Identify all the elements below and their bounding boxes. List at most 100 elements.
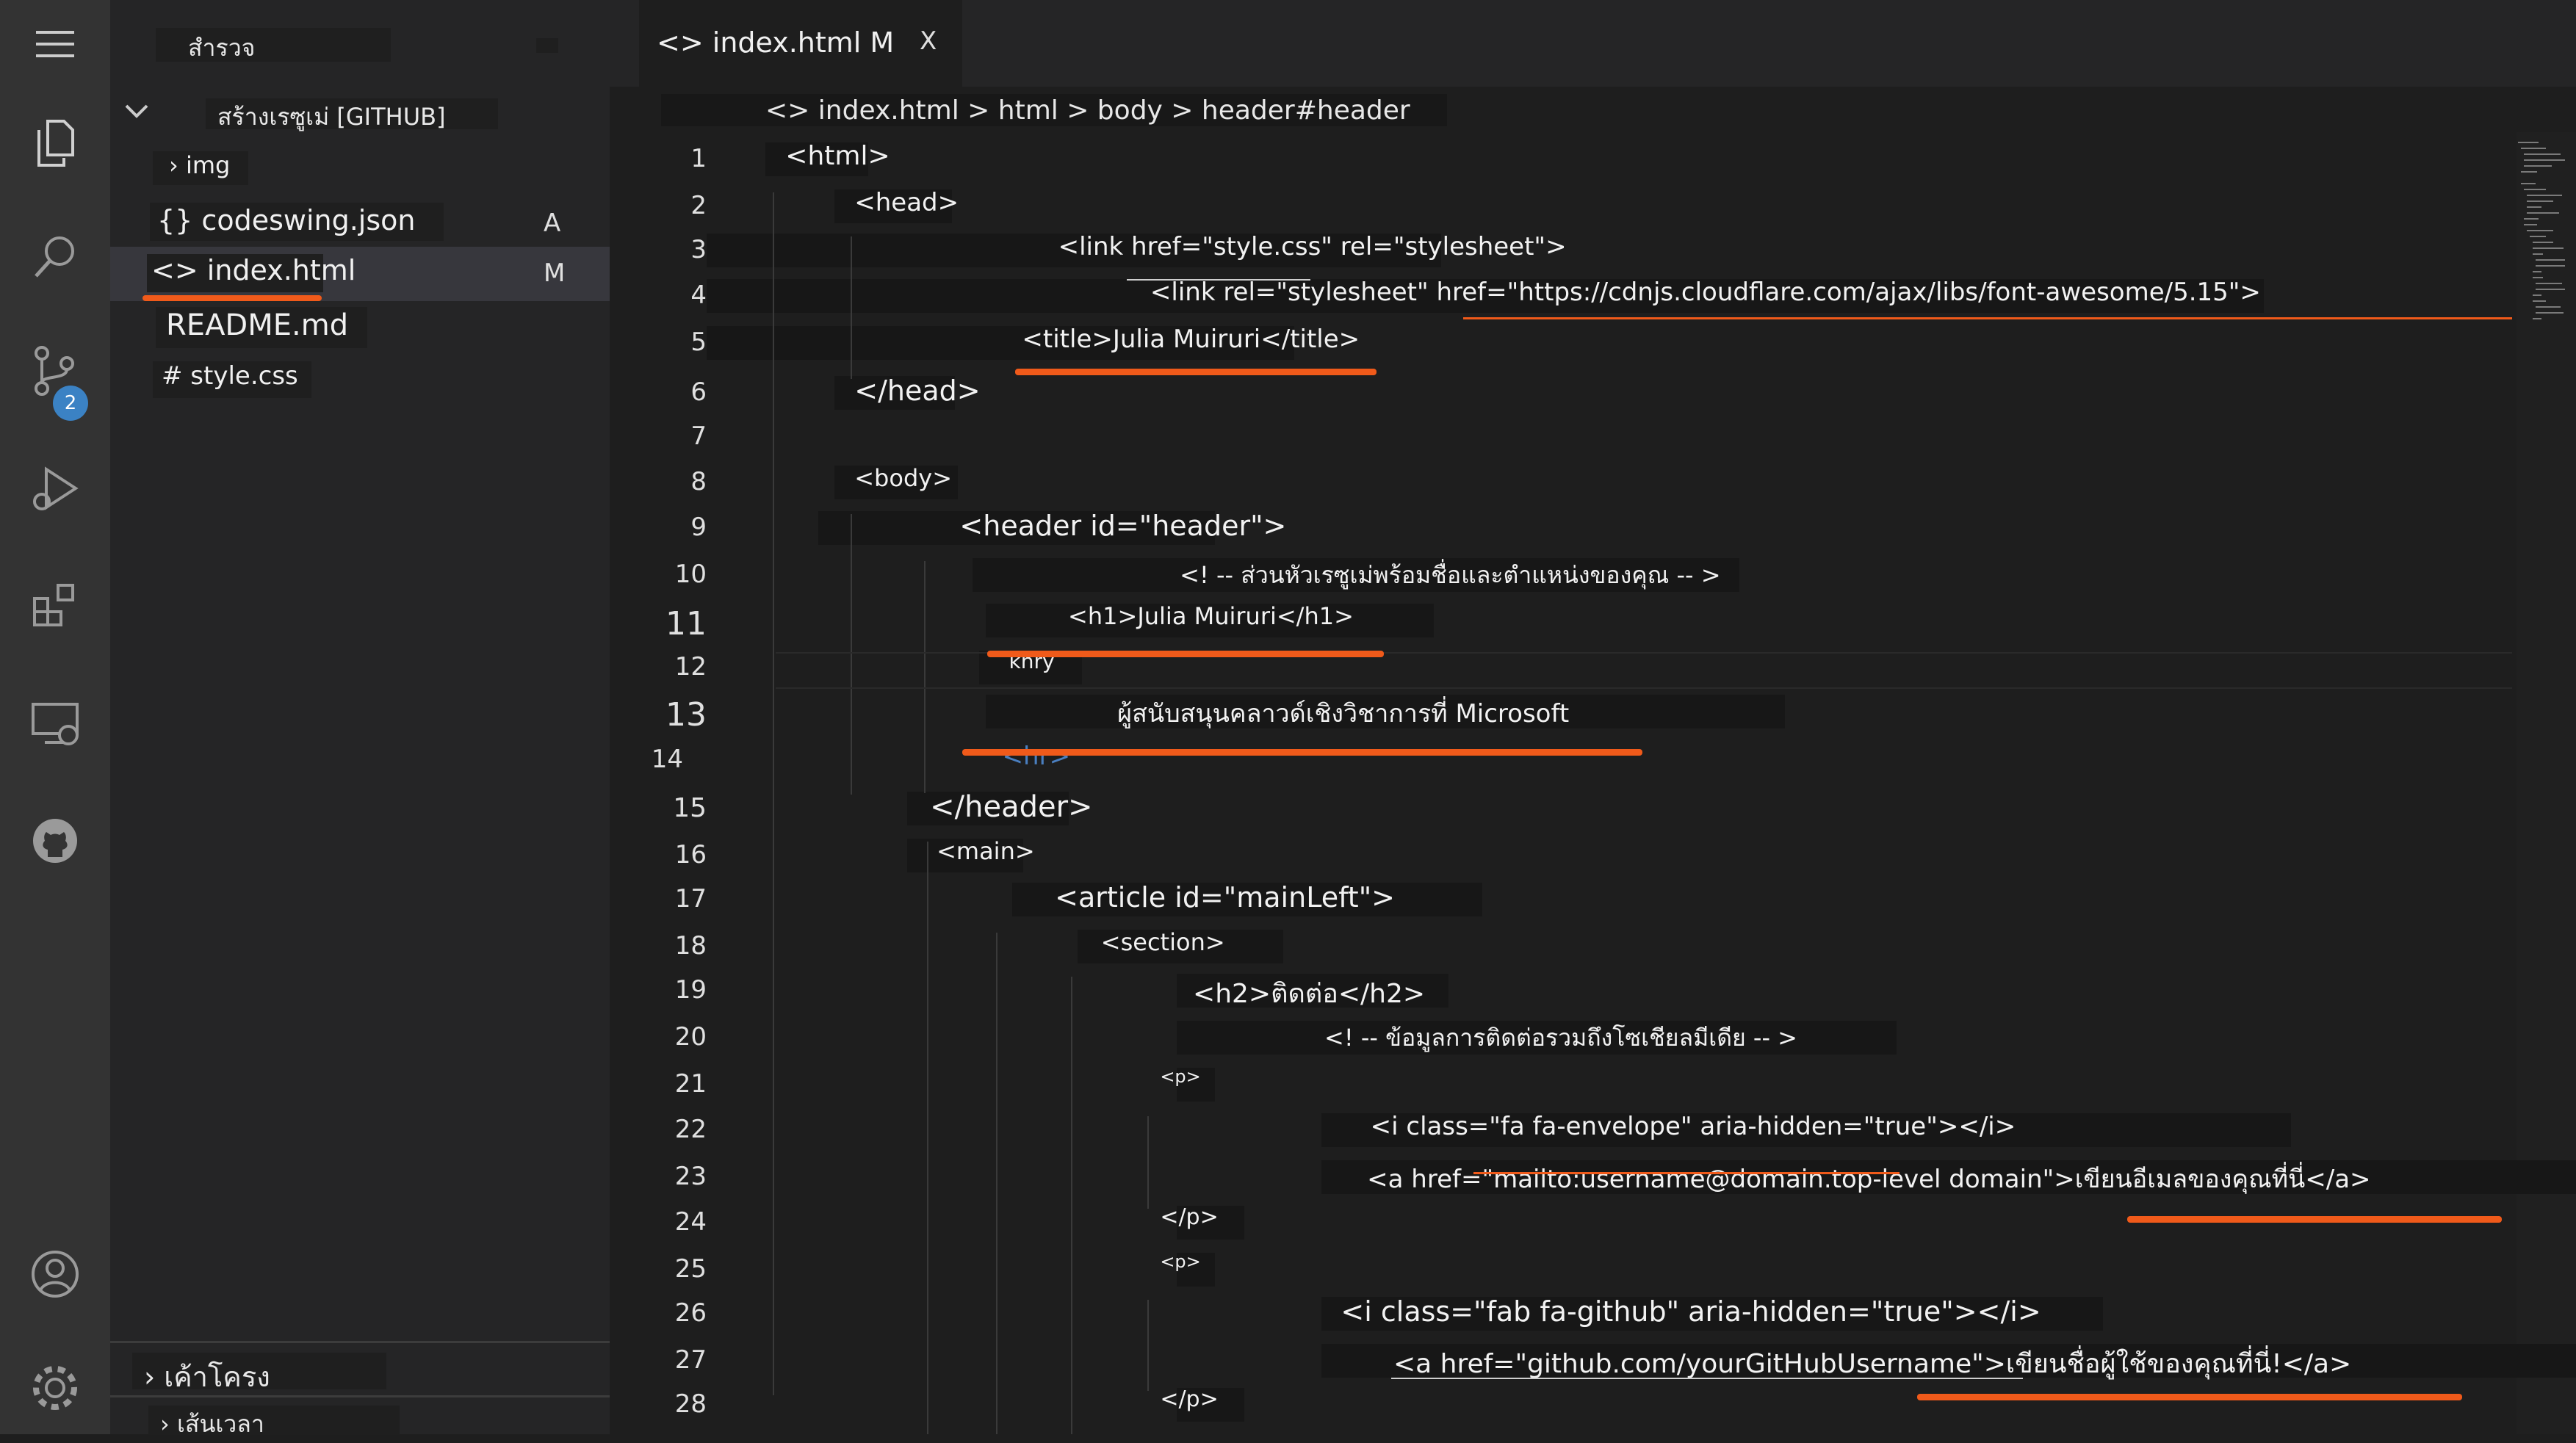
code-line-20[interactable]: <! -- ข้อมูลการติดต่อรวมถึงโซเชียลมีเดีย… bbox=[1324, 1024, 1797, 1052]
code-line-27[interactable]: <a href="github.com/yourGitHubUsername">… bbox=[1393, 1349, 2352, 1379]
search-icon[interactable] bbox=[0, 213, 110, 301]
line-number: 7 bbox=[690, 422, 707, 451]
annotation-underline bbox=[1917, 1394, 2462, 1400]
code-line-6[interactable]: </head> bbox=[854, 375, 981, 407]
code-line-bg bbox=[834, 466, 959, 499]
code-line-24[interactable]: </p> bbox=[1160, 1204, 1219, 1230]
line-number: 18 bbox=[674, 931, 707, 961]
line-number: 25 bbox=[674, 1254, 707, 1284]
line-number: 15 bbox=[673, 793, 707, 823]
account-icon[interactable] bbox=[0, 1230, 110, 1318]
line-number: 2 bbox=[690, 191, 707, 220]
scrollbar[interactable] bbox=[2517, 132, 2576, 1434]
annotation-underline bbox=[987, 651, 1384, 657]
list-item-img-folder[interactable]: › img bbox=[110, 147, 610, 201]
line-number: 20 bbox=[674, 1022, 707, 1052]
line-number: 10 bbox=[674, 560, 707, 589]
status-badge: M bbox=[544, 258, 566, 288]
line-number: 23 bbox=[674, 1162, 707, 1191]
code-line-26[interactable]: <i class="fab fa-github" aria-hidden="tr… bbox=[1341, 1295, 2041, 1328]
code-line-bg bbox=[986, 604, 1435, 637]
tab-bar: <> index.html M X bbox=[610, 0, 2576, 87]
code-line-11[interactable]: <h1>Julia Muiruri</h1> bbox=[1068, 602, 1354, 630]
tab-index-html[interactable]: <> index.html M X bbox=[639, 0, 962, 87]
indent-guide bbox=[851, 514, 852, 795]
code-line-bg bbox=[906, 792, 1069, 825]
code-line-16[interactable]: <main> bbox=[937, 837, 1035, 865]
annotation-underline bbox=[962, 749, 1642, 756]
line-number: 6 bbox=[690, 377, 707, 407]
settings-gear-icon[interactable] bbox=[0, 1344, 110, 1432]
workspace-folder[interactable]: สร้างเรซูเม่ [GITHUB] bbox=[217, 103, 446, 131]
code-line-bg bbox=[1321, 1297, 2103, 1331]
breadcrumb[interactable]: <> index.html > html > body > header#hea… bbox=[661, 94, 1447, 126]
code-line-bg bbox=[1321, 1113, 2291, 1147]
list-item-readme[interactable]: README.md bbox=[110, 301, 610, 355]
code-line-28[interactable]: </p> bbox=[1160, 1386, 1219, 1412]
code-line-22[interactable]: <i class="fa fa-envelope" aria-hidden="t… bbox=[1370, 1112, 2016, 1141]
list-item-codeswing[interactable]: {} codeswing.json A bbox=[110, 197, 610, 251]
line-number: 21 bbox=[674, 1069, 707, 1099]
code-line-bg bbox=[1176, 974, 1448, 1008]
line-number: 12 bbox=[674, 652, 707, 681]
current-line-highlight bbox=[776, 652, 2512, 654]
code-line-bg bbox=[973, 558, 1740, 592]
more-actions-icon[interactable] bbox=[536, 38, 558, 53]
line-number: 17 bbox=[674, 884, 707, 914]
link-underline bbox=[1391, 1378, 2023, 1379]
close-icon[interactable]: X bbox=[920, 26, 937, 56]
code-line-bg bbox=[1176, 1021, 1897, 1055]
code-line-2[interactable]: <head> bbox=[854, 188, 959, 217]
code-line-1[interactable]: <html> bbox=[785, 141, 890, 171]
line-number: 1 bbox=[690, 144, 707, 173]
run-debug-icon[interactable] bbox=[0, 444, 110, 532]
code-line-3[interactable]: <link href="style.css" rel="stylesheet"> bbox=[1058, 232, 1567, 261]
list-item-style-css[interactable]: # style.css bbox=[110, 354, 610, 408]
list-item-index-html[interactable]: <> index.html M bbox=[110, 247, 610, 301]
timeline-section[interactable]: › เส้นเวลา bbox=[160, 1410, 264, 1438]
github-icon[interactable] bbox=[0, 797, 110, 885]
annotation-underline bbox=[2127, 1216, 2502, 1223]
code-line-bg bbox=[1176, 1068, 1215, 1102]
code-line-5[interactable]: <title>Julia Muiruri</title> bbox=[1022, 325, 1360, 354]
code-line-bg bbox=[706, 279, 2264, 313]
code-line-bg bbox=[834, 189, 953, 223]
code-line-13[interactable]: ผู้สนับสนุนคลาวด์เชิงวิชาการที่ Microsof… bbox=[1117, 699, 1570, 728]
line-number: 24 bbox=[674, 1207, 707, 1237]
menu-icon[interactable] bbox=[0, 0, 110, 88]
extensions-icon[interactable] bbox=[0, 562, 110, 650]
code-line-18[interactable]: <section> bbox=[1100, 928, 1225, 956]
code-line-14[interactable]: <hr> bbox=[1002, 742, 1071, 771]
code-line-17[interactable]: <article id="mainLeft"> bbox=[1055, 881, 1396, 914]
code-line-4[interactable]: <link rel="stylesheet" href="https://cdn… bbox=[1150, 278, 2261, 307]
code-line-23[interactable]: <a href="mailto:username@domain.top-leve… bbox=[1367, 1165, 2371, 1194]
minimap[interactable] bbox=[2517, 140, 2568, 404]
code-line-21[interactable]: <p> bbox=[1160, 1066, 1201, 1087]
chevron-down-icon[interactable] bbox=[120, 97, 153, 126]
indent-guide bbox=[851, 236, 852, 379]
code-line-8[interactable]: <body> bbox=[854, 464, 952, 492]
indent-guide bbox=[1147, 1300, 1149, 1391]
line-number: 4 bbox=[690, 281, 707, 310]
code-line-9[interactable]: <header id="header"> bbox=[959, 510, 1287, 542]
line-number: 8 bbox=[690, 467, 707, 496]
code-line-10[interactable]: <! -- ส่วนหัวเรซูเม่พร้อมชื่อและตำแหน่งข… bbox=[1180, 561, 1721, 589]
explorer-title: สำรวจ bbox=[188, 34, 256, 62]
line-number: 19 bbox=[674, 975, 707, 1005]
line-number: 11 bbox=[665, 605, 707, 643]
code-line-15[interactable]: </header> bbox=[930, 790, 1093, 824]
source-control-icon[interactable]: 2 bbox=[0, 327, 110, 421]
line-number: 5 bbox=[690, 328, 707, 357]
indent-guide bbox=[1071, 977, 1072, 1434]
outline-section[interactable]: › เค้าโครง bbox=[144, 1361, 270, 1393]
explorer-icon[interactable] bbox=[0, 99, 110, 187]
remote-explorer-icon[interactable] bbox=[0, 679, 110, 767]
annotation-underline bbox=[1015, 369, 1377, 375]
code-line-bg bbox=[1176, 1206, 1244, 1240]
indent-guide bbox=[773, 192, 774, 1395]
link-underline bbox=[1463, 317, 2512, 319]
code-line-bg bbox=[1321, 1160, 2576, 1194]
code-line-19[interactable]: <h2>ติดต่อ</h2> bbox=[1193, 979, 1426, 1009]
code-line-25[interactable]: <p> bbox=[1160, 1251, 1201, 1272]
link-underline bbox=[1473, 1172, 1899, 1174]
